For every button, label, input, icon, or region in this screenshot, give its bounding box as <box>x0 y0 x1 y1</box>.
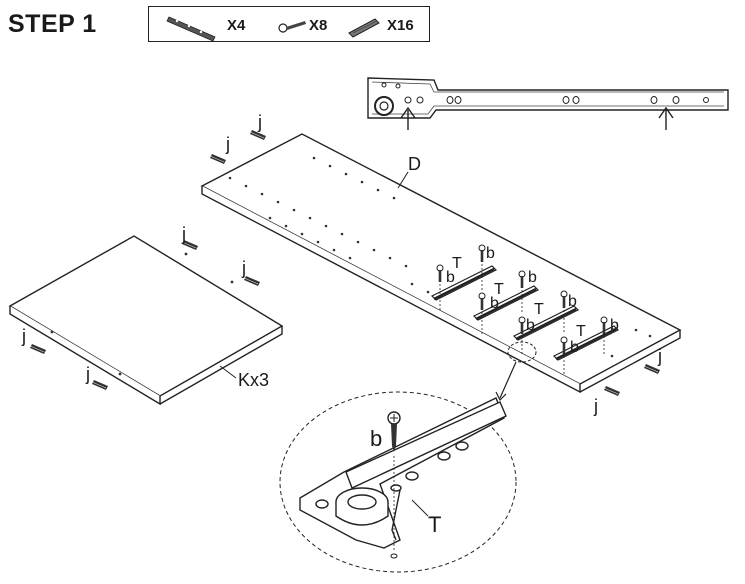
svg-text:j: j <box>241 258 246 278</box>
svg-text:b: b <box>526 317 535 334</box>
svg-text:T: T <box>494 281 504 298</box>
svg-text:j: j <box>225 134 230 154</box>
dowel-icon <box>348 18 380 38</box>
svg-text:T: T <box>534 301 544 318</box>
svg-text:b: b <box>568 293 577 310</box>
detail-screw-label: b <box>370 426 382 451</box>
svg-text:j: j <box>657 346 662 366</box>
detail-runner-label: T <box>428 512 441 537</box>
hardware-icons <box>166 16 380 42</box>
svg-text:j: j <box>593 396 598 416</box>
panel-part-labels: b T b b T b b T b b T b <box>446 245 619 356</box>
svg-text:b: b <box>570 339 579 356</box>
screw-guide-lines <box>439 264 605 376</box>
panel-k-label: Kx3 <box>238 370 269 390</box>
step-title: STEP 1 <box>8 10 97 38</box>
svg-text:b: b <box>446 269 455 286</box>
svg-text:j: j <box>181 224 186 244</box>
dowel-label: j <box>257 112 262 132</box>
runner-rail-illustration <box>367 77 729 130</box>
panel-k-dowels: j j j j <box>21 224 261 391</box>
panel-d-dowels: j j j j <box>209 112 662 416</box>
screw-icon <box>278 21 306 33</box>
svg-text:T: T <box>576 323 586 340</box>
svg-text:b: b <box>528 269 537 286</box>
panel-d-label: D <box>408 154 421 174</box>
detail-runner-leader <box>411 499 429 517</box>
svg-text:j: j <box>85 364 90 384</box>
detail-callout <box>279 341 537 573</box>
detail-runner <box>299 397 507 549</box>
svg-text:T: T <box>452 255 462 272</box>
panel-k: Kx3 <box>8 235 284 406</box>
bracket-icon <box>166 16 216 42</box>
svg-text:b: b <box>486 245 495 262</box>
dowel-qty: X16 <box>387 17 414 34</box>
svg-text:b: b <box>610 317 619 334</box>
hardware-legend: X4 X8 X16 <box>148 6 430 42</box>
panel-d: D <box>200 133 682 394</box>
panel-runners <box>430 265 620 361</box>
screw-qty: X8 <box>309 17 328 34</box>
detail-screw: b <box>370 411 401 559</box>
svg-text:j: j <box>21 326 26 346</box>
bracket-qty: X4 <box>227 17 246 34</box>
svg-text:b: b <box>490 295 499 312</box>
